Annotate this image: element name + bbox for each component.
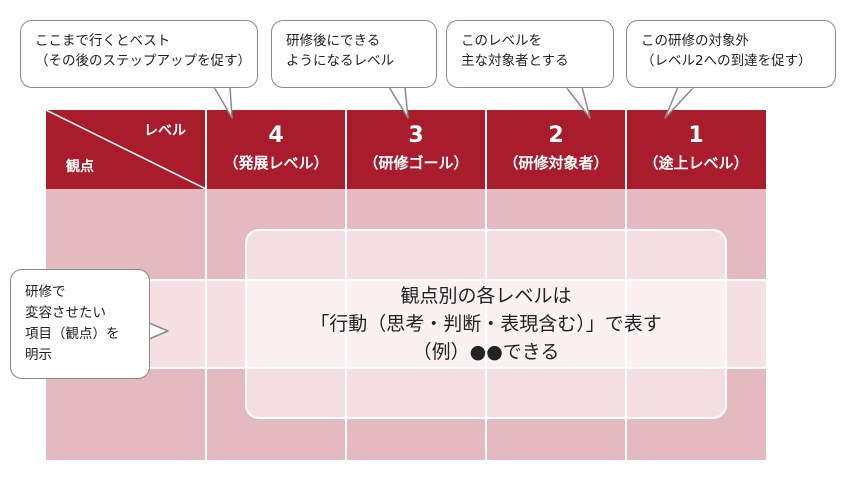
callout-line: 研修後にできる: [286, 33, 381, 49]
level-number: 1: [688, 123, 704, 148]
callout-goal-level: 研修後にできる ようになるレベル: [271, 20, 437, 88]
callout-line: 変容させたい: [25, 305, 106, 321]
callout-line: 項目（観点）を: [25, 326, 120, 342]
header-level-1: 1 （途上レベル）: [626, 110, 766, 189]
header-level-3: 3 （研修ゴール）: [346, 110, 486, 189]
callout-line: 明示: [25, 347, 52, 363]
level-number: 4: [268, 123, 284, 148]
level-label: （研修対象者）: [503, 154, 609, 172]
corner-view-label: 観点: [66, 159, 94, 175]
callout-best-level: ここまで行くとベスト （その後のステップアップを促す）: [20, 20, 258, 88]
corner-level-label: レベル: [144, 123, 186, 139]
callout-line: 主な対象者とする: [461, 53, 569, 69]
callout-line: 研修で: [25, 284, 66, 300]
level-label: （研修ゴール）: [363, 154, 469, 172]
header-level-4: 4 （発展レベル）: [206, 110, 346, 189]
callout-viewpoint: 研修で 変容させたい 項目（観点）を 明示: [10, 269, 150, 379]
callout-line: （レベル2への到達を促す）: [641, 53, 812, 69]
callout-excluded-level: この研修の対象外 （レベル2への到達を促す）: [626, 20, 836, 88]
header-corner: レベル 観点: [46, 110, 206, 189]
callout-line: （その後のステップアップを促す）: [35, 53, 251, 69]
level-number: 3: [408, 123, 424, 148]
behavior-description-box: 観点別の各レベルは 「行動（思考・判断・表現含む）」で表す （例）●●できる: [245, 229, 727, 419]
description-line: （例）●●できる: [412, 341, 560, 363]
level-number: 2: [548, 123, 564, 148]
callout-line: ようになるレベル: [286, 53, 394, 69]
description-line: 観点別の各レベルは: [400, 285, 572, 307]
callout-target-level: このレベルを 主な対象者とする: [446, 20, 614, 88]
level-label: （途上レベル）: [643, 154, 749, 172]
description-line: 「行動（思考・判断・表現含む）」で表す: [310, 313, 662, 335]
header-level-2: 2 （研修対象者）: [486, 110, 626, 189]
callout-line: このレベルを: [461, 33, 542, 49]
corner-diagonal: [46, 110, 206, 189]
callout-line: この研修の対象外: [641, 33, 749, 49]
level-label: （発展レベル）: [223, 154, 329, 172]
column-divider: [205, 110, 207, 460]
matrix-header: レベル 観点 4 （発展レベル） 3 （研修ゴール） 2 （研修対象者） 1 （…: [46, 110, 766, 189]
callout-line: ここまで行くとベスト: [35, 33, 171, 49]
